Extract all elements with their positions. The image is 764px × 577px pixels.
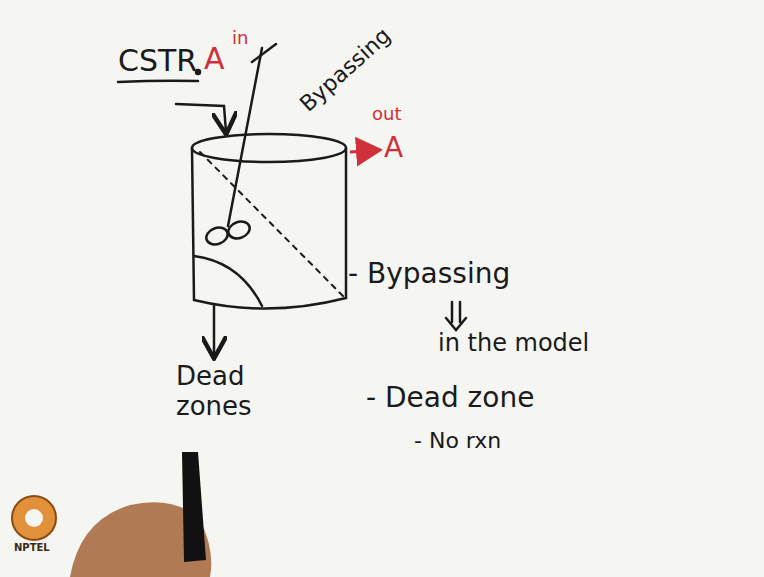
title-underline [118, 81, 198, 82]
logo-center [25, 509, 43, 527]
bypass-line [200, 152, 343, 296]
note: in the model [438, 330, 589, 358]
species-label: A [384, 132, 403, 164]
dead-zone-curve [194, 256, 262, 306]
feed-arrow [176, 104, 226, 132]
implies-arrow [446, 302, 466, 330]
title: CSTR [118, 44, 197, 79]
note: - Dead zone [366, 382, 534, 414]
superscript: in [232, 28, 248, 49]
dead-zone-label: Dead zones [176, 362, 276, 422]
logo-text: NPTEL [12, 542, 52, 554]
superscript: out [372, 104, 401, 125]
stirrer-blade [204, 225, 230, 248]
logo [12, 496, 56, 540]
marker-pen [182, 452, 206, 562]
stirrer-blade [226, 219, 252, 242]
dead-zone-pointer [213, 306, 216, 356]
note: - Bypassing [348, 258, 510, 290]
tank-body [192, 148, 346, 309]
tank-top [192, 134, 346, 162]
stirrer-shaft [228, 48, 262, 226]
note: - No rxn [414, 428, 501, 453]
species-label: A [204, 42, 225, 77]
stirrer-mark [252, 44, 276, 62]
outlet-arrow [350, 150, 380, 152]
bypass-label: Bypassing [295, 23, 396, 117]
